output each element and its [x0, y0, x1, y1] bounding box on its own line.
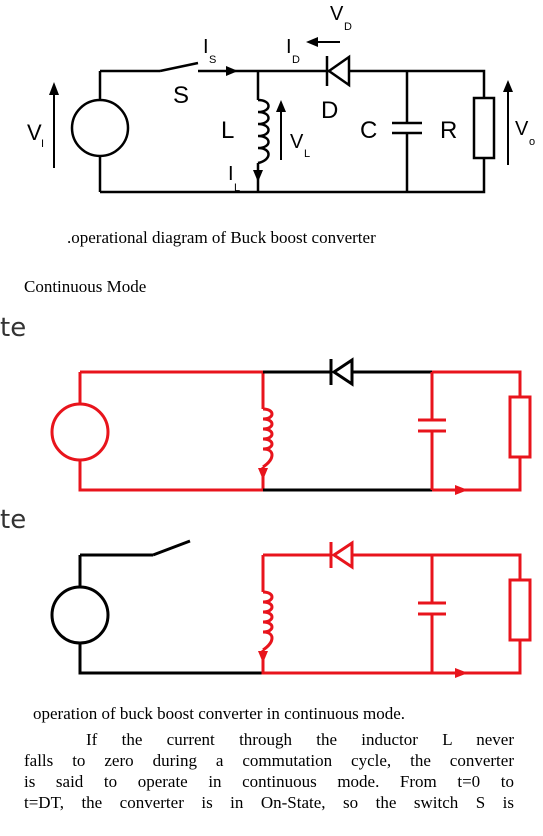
label-c: C — [360, 117, 377, 144]
label-vi-sub: I — [41, 138, 44, 150]
off-active-wire — [261, 553, 522, 675]
state-label-on: te — [0, 313, 27, 343]
off-inductor-arrow-icon — [258, 651, 268, 663]
label-vo-sub: o — [529, 136, 535, 148]
resistor-icon — [472, 96, 496, 160]
label-il: I — [228, 163, 234, 185]
off-state-circuit — [50, 539, 532, 678]
on-load-current-arrow-icon — [455, 485, 468, 495]
label-d: D — [321, 97, 338, 124]
buck-boost-circuit-diagram: V I S I S I D V D D L V L I L C R V o — [27, 3, 535, 194]
on-capacitor-icon — [418, 418, 446, 433]
diagram-caption: .operational diagram of Buck boost conve… — [67, 228, 376, 247]
bottom-wire — [100, 158, 486, 194]
off-diode-icon — [329, 540, 354, 570]
label-is-sub: S — [209, 54, 216, 66]
label-vo: V — [515, 118, 529, 140]
state-label-off: te — [0, 505, 27, 535]
label-id-sub: D — [292, 54, 300, 66]
off-source-icon — [50, 585, 110, 645]
label-vi: V — [27, 120, 42, 145]
diode-icon — [325, 54, 351, 88]
label-r: R — [440, 117, 457, 144]
paragraph-line: If the current through the inductor L ne… — [86, 730, 514, 749]
top-wire-right — [407, 69, 486, 98]
label-vd: V — [330, 3, 344, 25]
input-voltage-arrow-icon — [49, 82, 59, 168]
on-load-loop-wire — [430, 370, 522, 492]
continuous-mode-caption: operation of buck boost converter in con… — [33, 704, 406, 723]
on-state-circuit — [50, 357, 532, 495]
label-is: I — [203, 36, 209, 58]
paragraph-line: falls to zero during a commutation cycle… — [24, 751, 514, 770]
off-capacitor-icon — [418, 601, 446, 616]
label-s: S — [173, 82, 189, 109]
capacitor-icon — [392, 121, 422, 135]
on-inactive-wire — [263, 370, 432, 492]
label-l: L — [221, 117, 234, 144]
on-inductor-icon — [262, 407, 274, 469]
paragraph-line: t=DT, the converter is in On-State, so t… — [24, 793, 514, 812]
label-vl-sub: L — [304, 148, 310, 160]
label-id: I — [286, 36, 292, 58]
output-voltage-arrow-icon — [503, 80, 513, 165]
label-vd-sub: D — [344, 21, 352, 33]
on-source-icon — [50, 402, 110, 462]
diode-current-arrow-icon — [306, 37, 340, 47]
body-paragraph: If the current through the inductor L ne… — [24, 729, 514, 813]
switch-blade — [159, 61, 199, 73]
switch-current-arrow-icon — [226, 66, 238, 76]
on-diode-icon — [329, 357, 354, 387]
voltage-source-icon — [70, 98, 130, 158]
inductor-current-arrow-icon — [253, 170, 263, 182]
off-resistor-icon — [508, 578, 532, 642]
label-vl: V — [290, 131, 304, 153]
inductor-coil-icon — [257, 98, 270, 165]
paragraph-line: is said to operate in continuous mode. F… — [24, 772, 514, 791]
label-il-sub: L — [234, 182, 240, 194]
off-inductor-icon — [262, 590, 274, 652]
section-heading: Continuous Mode — [24, 277, 147, 296]
off-load-current-arrow-icon — [455, 668, 468, 678]
inductor-voltage-arrow-icon — [276, 100, 286, 160]
on-resistor-icon — [508, 395, 532, 459]
on-inductor-arrow-icon — [258, 468, 268, 480]
